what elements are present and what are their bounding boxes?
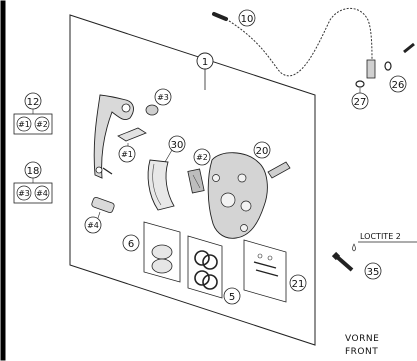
kit-18-item-2: #4 (36, 189, 48, 198)
callout-6-label: 6 (128, 239, 134, 250)
callout-1: 1 (196, 52, 214, 90)
callout-30-label: 30 (171, 140, 184, 151)
direction-label: VORNE FRONT (345, 334, 379, 357)
pad-spring-clip: #1 (117, 127, 147, 163)
loctite-label: LOCTITE 2 (360, 232, 401, 241)
pad-pin-kit: 21 (243, 239, 307, 303)
callout-18-label: 18 (27, 166, 40, 177)
mounting-bolt: LOCTITE 2 35 (331, 232, 417, 280)
seal-kit: 5 (187, 235, 241, 305)
brake-hose: 10 (212, 7, 376, 79)
piston-kit: 6 (122, 221, 181, 283)
callout-21-label: 21 (292, 279, 305, 290)
callout-20-label: 20 (256, 146, 269, 157)
direction-line-1: VORNE (345, 334, 379, 344)
callout-5-label: 5 (229, 292, 235, 303)
bleeder-screw: 20 (253, 141, 291, 179)
caliper-body (207, 152, 268, 239)
kit-12-item-2: #2 (36, 120, 48, 129)
callout-3-label: #3 (157, 93, 169, 102)
callout-10-label: 10 (241, 14, 254, 25)
banjo-washer: 27 (351, 80, 369, 110)
caliper-bracket (93, 94, 134, 179)
guide-pin: #4 (84, 196, 115, 234)
callout-26-label: 26 (392, 80, 405, 91)
bushing-part: #3 (145, 88, 172, 116)
callout-35-label: 35 (367, 267, 380, 278)
kit-12: 12 #1 #2 (13, 92, 53, 135)
sealing-washer: 26 (384, 42, 415, 93)
callout-27-label: 27 (354, 97, 367, 108)
kit-18: 18 #3 #4 (13, 161, 53, 204)
callout-2-label: #2 (196, 153, 208, 162)
left-border (0, 0, 6, 361)
callout-12-label: 12 (27, 97, 40, 108)
pad-plate: #2 (187, 148, 211, 194)
callout-1-label: 1 (202, 57, 208, 68)
kit-18-item-1: #3 (18, 189, 30, 198)
direction-line-2: FRONT (345, 347, 378, 357)
callout-1b-label: #1 (121, 150, 133, 159)
brake-pad: 30 (147, 135, 186, 211)
callout-4-label: #4 (87, 221, 99, 230)
kit-12-item-1: #1 (18, 120, 30, 129)
caliper-assembly-panel (69, 14, 316, 346)
